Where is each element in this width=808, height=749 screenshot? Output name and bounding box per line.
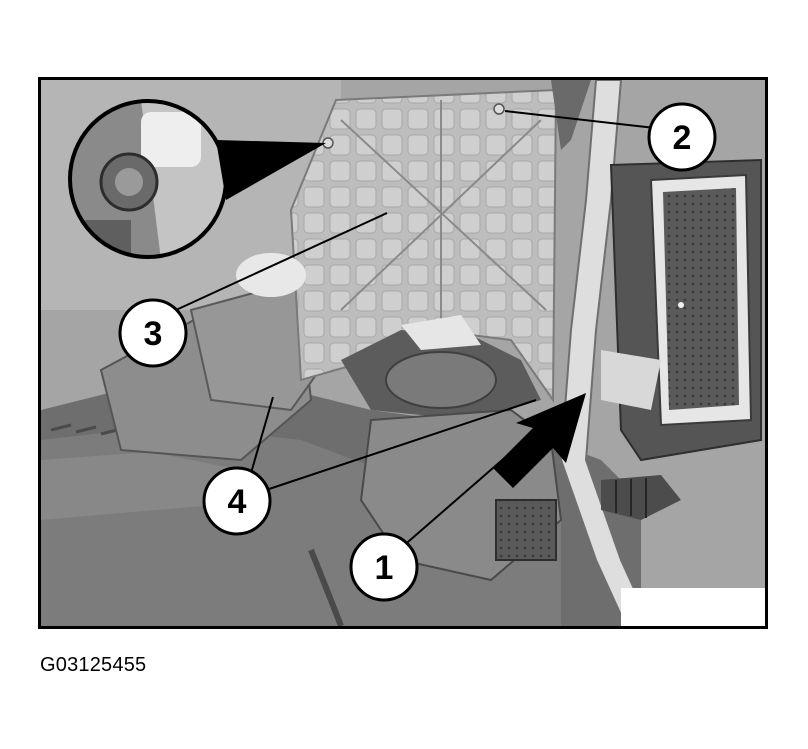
cabin-filter-element	[663, 188, 739, 410]
zoom-detail	[68, 99, 326, 259]
white-patch	[236, 253, 306, 297]
leader-line-4b	[265, 399, 537, 491]
cover-plate-diagonals	[340, 100, 547, 330]
leader-lines	[175, 110, 656, 549]
zoom-clip-tab	[141, 112, 201, 167]
hose-ribs	[615, 478, 647, 518]
callout-3-circle	[118, 298, 188, 368]
callout-3: 3	[118, 298, 188, 368]
callout-1-circle	[349, 532, 419, 602]
hose-connector	[601, 475, 681, 520]
filter-screw	[678, 302, 684, 308]
callout-2: 2	[647, 102, 717, 172]
motor-label	[401, 315, 481, 350]
filter-side-clip	[601, 350, 661, 410]
callout-2-circle	[647, 102, 717, 172]
callout-4-label: 4	[228, 483, 247, 521]
zoom-clip-center	[115, 168, 143, 196]
leader-line-2	[504, 110, 656, 129]
leader-line-4a	[250, 396, 274, 474]
white-corner-block	[621, 588, 765, 626]
direction-arrow	[493, 393, 586, 488]
callout-3-label: 3	[144, 315, 163, 353]
callout-1-label: 1	[375, 549, 394, 587]
diagram-illustration: 2 3 4 1	[41, 80, 765, 626]
trim-top-bracket	[551, 80, 591, 150]
figure-id-label: G03125455	[40, 654, 147, 676]
resistor-grille	[495, 499, 557, 561]
zoom-pointer	[216, 140, 326, 200]
dashboard-trim	[559, 80, 653, 626]
callout-4-circle	[202, 466, 272, 536]
leader-line-3	[175, 212, 388, 311]
blower-motor	[385, 351, 497, 409]
callout-1: 1	[349, 532, 419, 602]
hvac-housing-photo: 2 3 4 1	[38, 77, 768, 629]
callout-4: 4	[202, 466, 272, 536]
bottom-cable	[308, 548, 344, 626]
leader-line-1	[400, 447, 517, 549]
screw-2-marker	[493, 103, 505, 115]
callout-2-label: 2	[673, 119, 692, 157]
